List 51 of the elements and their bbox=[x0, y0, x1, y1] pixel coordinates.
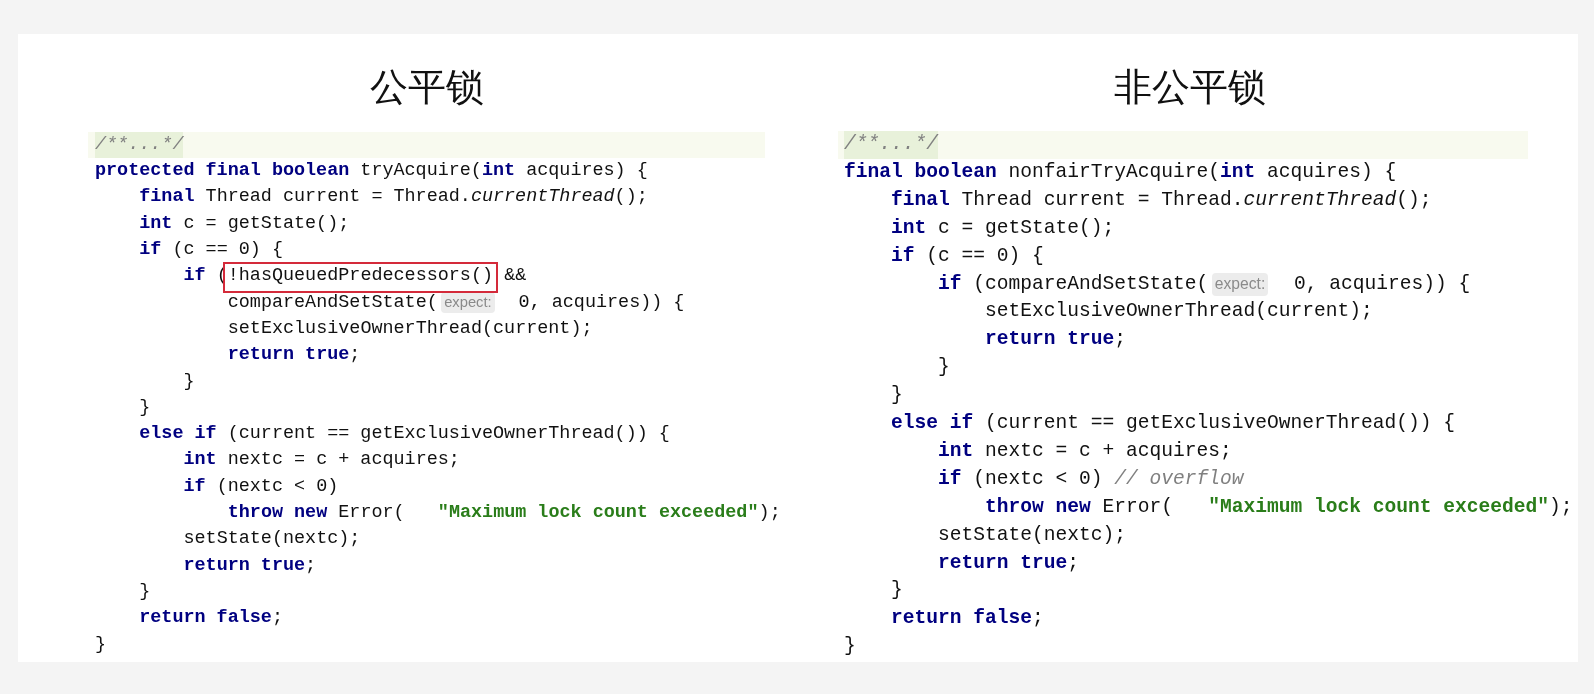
parameter-hint: expect: bbox=[1211, 273, 1269, 296]
code-line: return false; bbox=[891, 606, 1044, 632]
code-line: return true; bbox=[985, 327, 1126, 353]
code-line: protected final boolean tryAcquire(int acquires) { bbox=[95, 159, 648, 184]
code-line: } bbox=[139, 579, 151, 604]
code-comment: /**...*/ bbox=[95, 131, 184, 159]
code-line: 0, acquires)) { bbox=[1294, 271, 1471, 297]
title: 公平锁 bbox=[370, 64, 484, 111]
code-line: int c = getState(); bbox=[891, 215, 1115, 241]
code-line: if (c == 0) { bbox=[891, 243, 1044, 269]
code-line: else if (current == getExclusiveOwnerThread()) { bbox=[139, 422, 670, 447]
code-comment: /**...*/ bbox=[844, 131, 938, 159]
code-line: } bbox=[891, 578, 903, 604]
code-comment: // overflow bbox=[1114, 466, 1244, 492]
code-line: int nextc = c + acquires; bbox=[183, 448, 460, 473]
code-line: } bbox=[95, 632, 107, 657]
code-line: } bbox=[139, 395, 151, 420]
code-line: else if (current == getExclusiveOwnerThread()) { bbox=[891, 411, 1455, 437]
code-line: ); bbox=[1549, 494, 1573, 520]
highlight-box: !hasQueuedPredecessors() bbox=[222, 262, 499, 293]
code-line: setState(nextc); bbox=[938, 522, 1126, 548]
code-line: return true; bbox=[227, 343, 361, 368]
code-line: if (c == 0) { bbox=[139, 238, 283, 263]
code-line: } bbox=[183, 369, 195, 394]
code-line: int nextc = c + acquires; bbox=[938, 438, 1232, 464]
code-line: return true; bbox=[938, 550, 1079, 576]
code-line: ); bbox=[758, 501, 781, 526]
title: 非公平锁 bbox=[1114, 64, 1266, 111]
code-line: return true; bbox=[183, 553, 317, 578]
code-line: final Thread current = Thread.currentThread(); bbox=[139, 185, 648, 210]
parameter-hint: expect: bbox=[441, 292, 495, 314]
code-line: final Thread current = Thread.currentThread(); bbox=[891, 187, 1432, 213]
string-literal: "Maximum lock count exceeded" bbox=[437, 501, 759, 526]
code-line: setState(nextc); bbox=[183, 527, 361, 552]
code-line: if (nextc < 0) bbox=[938, 466, 1103, 492]
code-line: } bbox=[844, 634, 856, 660]
code-line: int c = getState(); bbox=[139, 211, 350, 236]
code-line: && bbox=[504, 264, 527, 289]
code-line: } bbox=[891, 383, 903, 409]
code-line: setExclusiveOwnerThread(current); bbox=[227, 316, 593, 341]
code-line: final boolean nonfairTryAcquire(int acquires) { bbox=[844, 159, 1397, 185]
code-line: setExclusiveOwnerThread(current); bbox=[985, 299, 1373, 325]
code-line: if (nextc < 0) bbox=[183, 474, 339, 499]
string-literal: "Maximum lock count exceeded" bbox=[1208, 494, 1549, 520]
code-line: compareAndSetState( bbox=[227, 290, 438, 315]
code-line: throw new Error( bbox=[985, 494, 1173, 520]
code-line: if (compareAndSetState( bbox=[938, 271, 1209, 297]
code-line: throw new Error( bbox=[227, 501, 405, 526]
code-line: 0, acquires)) { bbox=[518, 290, 685, 315]
code-line: } bbox=[938, 355, 950, 381]
code-line: return false; bbox=[139, 606, 283, 631]
